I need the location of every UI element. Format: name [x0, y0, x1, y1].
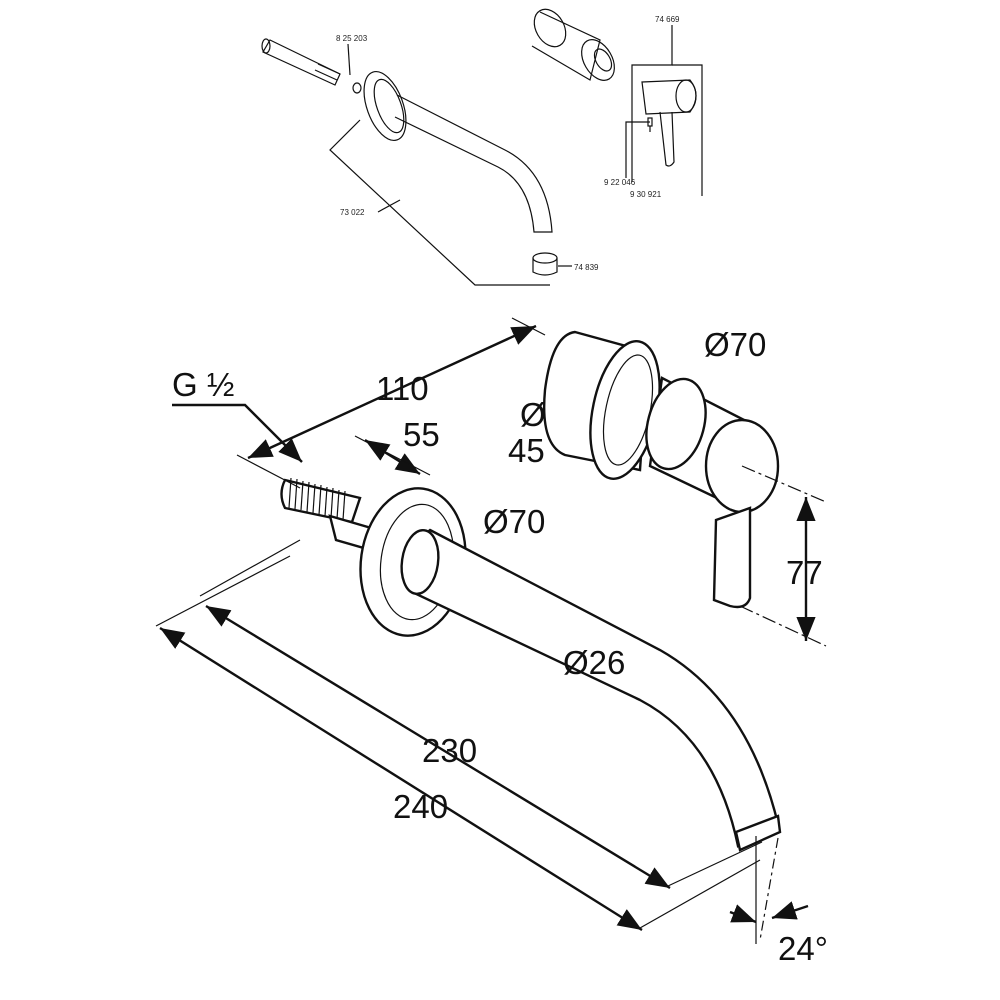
- dim-label-spout-diameter: Ø26: [563, 644, 625, 681]
- dim-label-45-value: 45: [508, 432, 545, 469]
- part-label-74-669: 74 669: [655, 15, 680, 24]
- handle-part: [641, 79, 697, 167]
- mixer-body: [543, 330, 780, 609]
- part-label-73-022: 73 022: [340, 208, 365, 217]
- angle-arrow-left: [729, 904, 757, 924]
- dim-label-110: 110: [376, 370, 429, 407]
- dim-label-77: 77: [786, 554, 823, 591]
- dimension-line-110: [247, 324, 537, 460]
- cartridge-part: [531, 8, 615, 81]
- part-label-9-30-921: 9 30 921: [630, 190, 662, 199]
- aerator-part: [532, 252, 558, 276]
- dim-label-45-symbol: Ø: [520, 396, 546, 433]
- dim-label-rosette-mixer: Ø70: [704, 326, 766, 363]
- angle-arrow-right: [771, 901, 809, 920]
- exploded-view: 8 25 203 74 839 73 022: [261, 8, 703, 286]
- dimension-line-240: [159, 626, 643, 932]
- spout-part: [363, 71, 553, 233]
- threaded-stud-part: [261, 38, 362, 94]
- main-view: 110 G ½ 55 Ø70 Ø 45 Ø70 Ø26 77 230 240: [155, 317, 828, 967]
- dim-label-rosette-spout: Ø70: [483, 503, 545, 540]
- dim-label-230: 230: [422, 732, 477, 769]
- dim-label-240: 240: [393, 788, 448, 825]
- part-label-9-22-046: 9 22 046: [604, 178, 636, 187]
- thread-label: G ½: [172, 366, 234, 403]
- part-label-8-25-203: 8 25 203: [336, 34, 368, 43]
- thread-leader: [172, 403, 303, 463]
- grub-screw-part: [647, 117, 653, 132]
- dim-label-angle: 24°: [778, 930, 828, 967]
- dim-label-55: 55: [403, 416, 440, 453]
- part-label-74-839: 74 839: [574, 263, 599, 272]
